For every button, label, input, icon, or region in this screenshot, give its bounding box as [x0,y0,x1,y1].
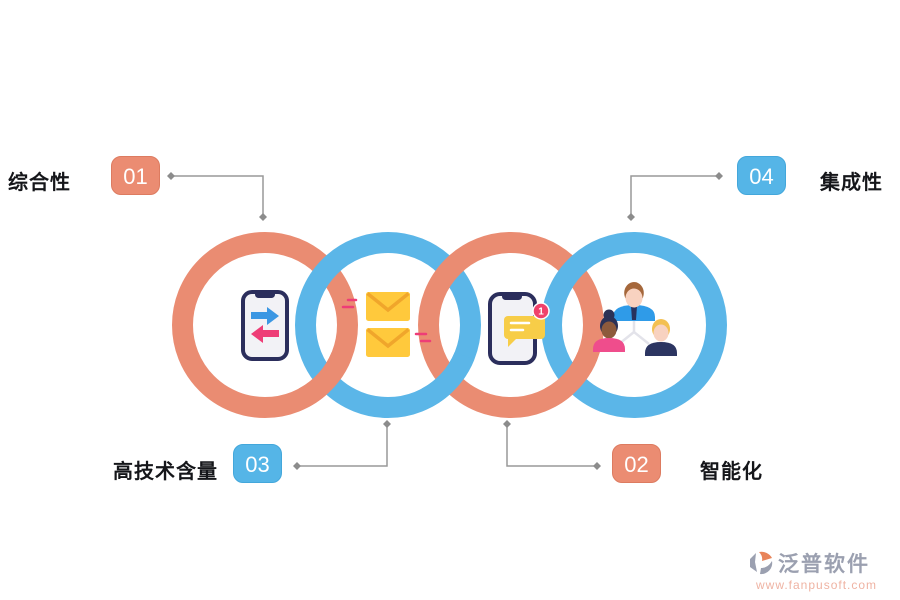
badge-03: 03 [233,444,282,483]
envelope-top [366,292,410,321]
connector-bottom-left [297,424,388,467]
svg-text:1: 1 [538,307,544,318]
connector-bottom-right [506,424,597,467]
notification-badge: 1 [532,302,550,320]
label-top-left: 综合性 [8,172,71,194]
motion-dashes [341,298,432,343]
watermark-brand: 泛普软件 [778,553,870,576]
phone-message-icon: 1 [488,292,550,365]
badge-02: 02 [612,444,661,483]
message-bubble-icon [504,316,545,347]
arrow-right-icon [251,307,279,325]
mail-icon [341,292,432,357]
org-lines [618,320,650,345]
connector-diamond-endpoints [167,172,723,470]
ring-2-interlock-patch [421,351,475,408]
arrow-left-icon [251,325,279,343]
person-left [593,309,625,352]
ring-1 [172,232,358,418]
badge-04: 04 [737,156,786,195]
ring-3-interlock-patch [544,351,598,408]
connector-top-right [630,175,719,217]
envelope-bottom [366,328,410,357]
person-right [645,319,677,356]
label-bottom-right: 智能化 [700,461,763,483]
ring-1-interlock-patch [298,351,352,408]
ring-2 [295,232,481,418]
badge-01: 01 [111,156,160,195]
label-top-right: 集成性 [820,172,883,194]
team-icon [593,282,677,356]
phone-transfer-icon [241,290,289,361]
label-bottom-left: 高技术含量 [113,461,218,483]
connector-top-left [171,175,264,217]
person-top [613,282,655,321]
watermark-url: www.fanpusoft.com [756,578,878,592]
ring-4 [541,232,727,418]
ring-3 [418,232,604,418]
fanpu-logo-icon [750,551,773,574]
watermark: 泛普软件 www.fanpusoft.com [748,548,898,592]
